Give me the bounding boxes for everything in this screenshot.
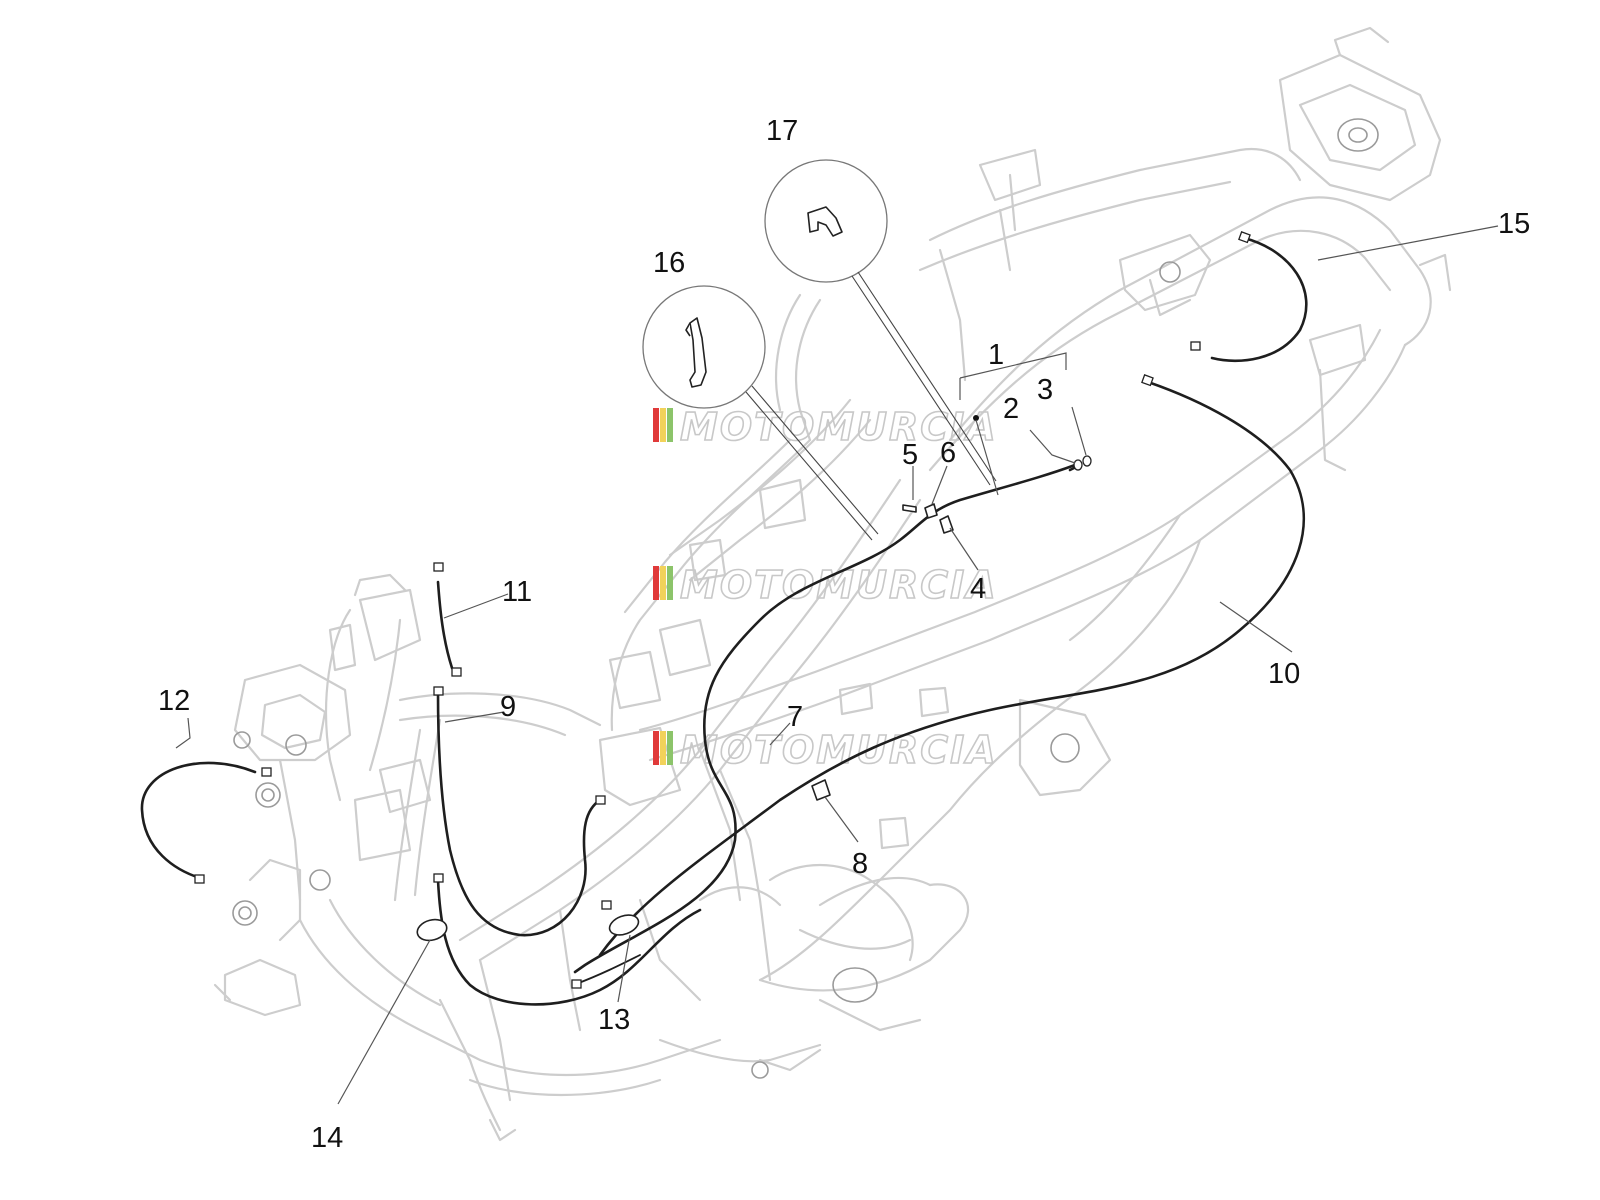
bracket-part-16-icon — [689, 317, 707, 388]
cable-clip-part-14 — [416, 918, 448, 942]
cable-clip-part-8 — [811, 779, 831, 801]
plate-part-6 — [924, 503, 938, 519]
callout-13: 13 — [598, 1004, 630, 1036]
nut-part-2 — [1073, 459, 1083, 471]
callout-1: 1 — [988, 339, 1004, 371]
clamp-part-4 — [939, 515, 954, 534]
watermark-middle: MOTOMURCIA — [653, 562, 998, 608]
detail-circle-17 — [764, 159, 888, 283]
cable-part-13 — [575, 954, 641, 985]
cable-part-12 — [140, 761, 257, 880]
watermark-text: MOTOMURCIA — [680, 405, 998, 449]
detail-circle-16 — [642, 285, 766, 409]
callout-17: 17 — [766, 115, 798, 147]
watermark-bottom: MOTOMURCIA — [653, 727, 997, 773]
callout-8: 8 — [852, 848, 868, 880]
callout-12: 12 — [158, 685, 190, 717]
cable-clip-part-13 — [608, 914, 640, 936]
callout-5: 5 — [902, 439, 918, 471]
callout-14: 14 — [311, 1122, 343, 1154]
callout-2: 2 — [1003, 393, 1019, 425]
callout-11: 11 — [502, 576, 532, 608]
cable-part-14 — [436, 878, 702, 1006]
watermark-text: MOTOMURCIA — [680, 563, 998, 607]
callout-labels: 1 2 3 4 5 6 7 8 9 10 11 12 13 14 15 16 1… — [158, 115, 1530, 1154]
scooter-frame — [213, 26, 1452, 1142]
cable-part-10 — [598, 380, 1306, 957]
bolt-part-5 — [902, 504, 917, 513]
cable-part-11 — [436, 580, 454, 670]
cable-part-9 — [436, 690, 602, 937]
clip-part-17-icon — [807, 206, 843, 237]
callout-10: 10 — [1268, 658, 1300, 690]
callout-4: 4 — [970, 573, 986, 605]
cable-part-15 — [1210, 236, 1308, 363]
nut-part-3 — [1082, 455, 1092, 467]
callout-15: 15 — [1498, 208, 1530, 240]
leader-lines — [175, 225, 1499, 1105]
callout-7: 7 — [787, 701, 803, 733]
callout-16: 16 — [653, 247, 685, 279]
callout-9: 9 — [500, 691, 516, 723]
callout-6: 6 — [940, 437, 956, 469]
assembly-marker-part-1 — [973, 415, 979, 421]
cables — [140, 231, 1308, 1006]
watermark-top: MOTOMURCIA — [653, 404, 998, 450]
callout-3: 3 — [1037, 374, 1053, 406]
cable-part-7 — [573, 463, 1077, 974]
